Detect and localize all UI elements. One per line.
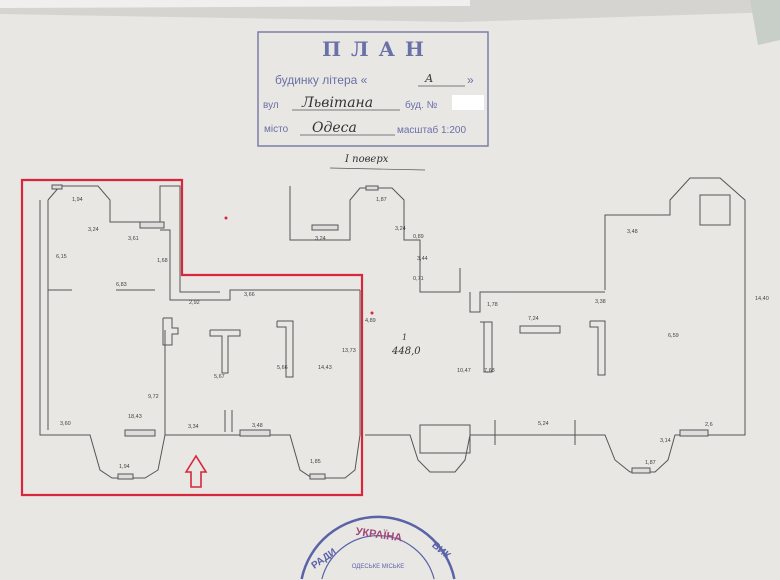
street-label: вул (263, 100, 279, 111)
dim-label: 3,34 (188, 424, 199, 430)
paper-sheet (0, 12, 780, 580)
dim-label: 5,24 (538, 421, 549, 427)
dim-label: 7,24 (528, 316, 539, 322)
redacted-house-number (452, 95, 484, 110)
room-area: 448,0 (391, 346, 421, 357)
highlighted-area-outline (20, 178, 364, 497)
city-value: Одеса (312, 120, 357, 136)
house-label: буд. № (405, 99, 438, 111)
top-paper (0, 0, 470, 8)
title-block: ПЛАН будинку літера « А » вул Львітана б… (257, 31, 489, 171)
dim-label: 1,78 (487, 302, 498, 308)
dim-label: 6,83 (116, 282, 127, 288)
dim-label: 2,92 (189, 300, 200, 306)
dim-label: 1,68 (157, 258, 168, 264)
dim-label: 3,66 (244, 292, 255, 298)
dim-label: 3,24 (395, 226, 406, 232)
dim-label: 3,24 (88, 227, 99, 233)
dim-label: 0,71 (413, 276, 424, 282)
dim-label: 7,68 (484, 368, 495, 374)
dim-label: 3,24 (315, 236, 326, 242)
dim-label: 3,61 (128, 236, 139, 242)
dim-label: 2,6 (705, 422, 713, 428)
dim-label: 3,14 (660, 438, 671, 444)
dim-label: 6,59 (668, 333, 679, 339)
dim-label: 3,48 (252, 423, 263, 429)
dim-label: 6,15 (56, 254, 67, 260)
entrance-arrow-icon (184, 454, 208, 488)
dim-label: 1,87 (645, 460, 656, 466)
room-number: 1 (402, 333, 407, 342)
dim-label: 3,60 (60, 421, 71, 427)
litera-close: » (467, 73, 474, 87)
red-dot (370, 311, 374, 315)
dimension-labels: 1,94 3,24 3,61 6,15 1,68 6,83 2,92 3,66 … (56, 197, 769, 470)
dim-label: 9,72 (148, 394, 159, 400)
paper-edge (750, 0, 780, 45)
dim-label: 1,94 (119, 464, 130, 470)
city-label: місто (264, 124, 289, 135)
litera-label: будинку літера « (275, 73, 368, 87)
dim-label: 5,67 (214, 374, 225, 380)
floor-label: I поверх (344, 154, 389, 165)
dim-label: 13,73 (342, 348, 356, 354)
street-value: Львітана (301, 95, 373, 111)
title-block-frame (257, 31, 489, 147)
dim-label: 3,44 (417, 256, 428, 262)
walls (39, 177, 746, 480)
scale-label: масштаб 1:200 (397, 124, 466, 136)
dim-label: 14,43 (318, 365, 332, 371)
official-seal: УКРАЇНА РАДИ ВИК ОДЕСЬКЕ МІСЬКЕ (300, 515, 456, 580)
dim-label: 14,40 (755, 296, 769, 302)
seal-text-inner: ОДЕСЬКЕ МІСЬКЕ (352, 564, 404, 570)
dim-label: 18,43 (128, 414, 142, 420)
dim-label: 3,48 (627, 229, 638, 235)
dim-label: 5,66 (277, 365, 288, 371)
seal-outer-ring (300, 515, 456, 580)
red-dot (224, 216, 228, 220)
dim-label: 1,85 (310, 459, 321, 465)
plan-title: ПЛАН (322, 37, 434, 61)
underline (329, 167, 426, 171)
dim-label: 0,89 (413, 234, 424, 240)
seal-inner-ring (321, 535, 435, 580)
litera-value: А (424, 72, 433, 85)
seal-text-top: УКРАЇНА (355, 525, 403, 544)
dim-label: 1,94 (72, 197, 83, 203)
dim-label: 3,38 (595, 299, 606, 305)
dim-label: 1,87 (376, 197, 387, 203)
dim-label: 4,89 (365, 318, 376, 324)
dim-label: 10,47 (457, 368, 471, 374)
